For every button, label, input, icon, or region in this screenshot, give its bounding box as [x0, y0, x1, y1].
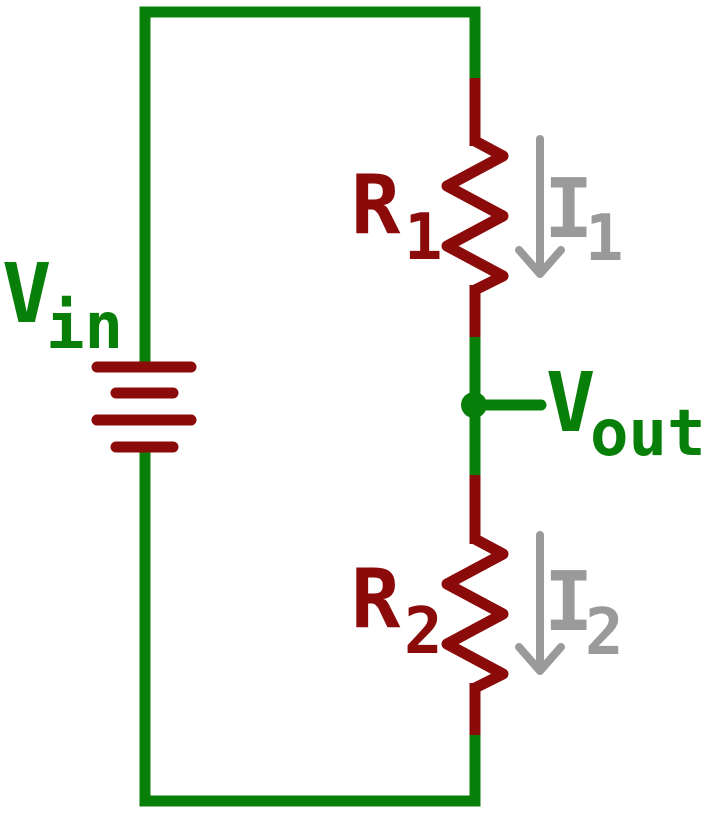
r1-label-main: R: [351, 158, 401, 253]
current-arrow-i2: [515, 531, 565, 675]
vout-label-sub: out: [590, 397, 706, 471]
i1-label-sub: 1: [585, 202, 624, 276]
i1-label-main: I: [544, 162, 593, 257]
i2-label-sub: 2: [585, 596, 624, 670]
wire-bottom-run: [139, 448, 481, 807]
vin-label-sub: in: [46, 290, 123, 364]
i2-label-main: I: [544, 555, 593, 650]
r2-label-main: R: [351, 552, 401, 647]
r2-label-sub: 2: [404, 595, 443, 669]
current-arrow-i1-head: [515, 246, 565, 278]
labels: V in R 1 I 1 V out R 2 I 2: [2, 158, 706, 670]
battery-icon: [91, 361, 197, 453]
vout-label-main: V: [546, 356, 595, 451]
resistor-r2-zigzag: [441, 533, 509, 694]
current-arrow-i1: [515, 135, 565, 278]
resistor-r2-icon: [441, 475, 509, 735]
resistor-r1-icon: [441, 78, 509, 337]
vout-node-dot: [461, 392, 487, 418]
current-arrow-i2-head: [515, 643, 565, 675]
r1-label-sub: 1: [404, 201, 443, 275]
wire-top-run: [139, 6, 481, 366]
resistor-r1-zigzag: [441, 135, 509, 296]
vin-label-main: V: [2, 247, 51, 342]
